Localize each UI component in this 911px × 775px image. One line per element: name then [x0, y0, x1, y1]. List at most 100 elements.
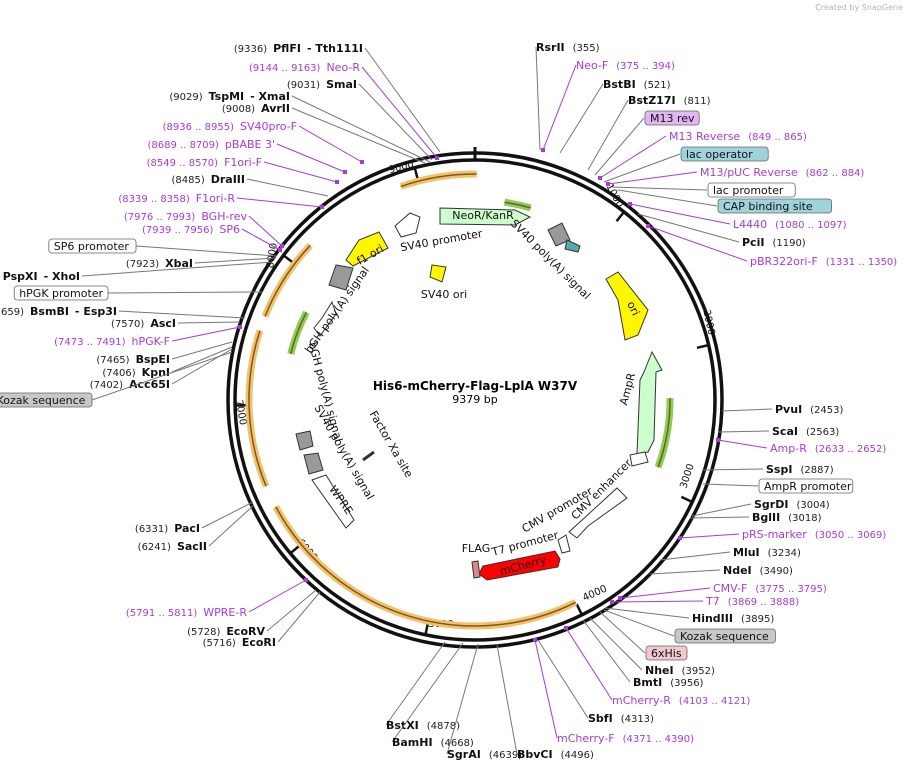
site-pos: (3004): [796, 500, 829, 511]
site-text: Amp-R(2633 .. 2652): [770, 442, 886, 455]
primer-mark: [678, 536, 682, 540]
site-pos: (3956): [670, 678, 703, 689]
site-text: (9144 .. 9163)Neo-R: [249, 61, 360, 74]
site-text: BamHI(4668): [392, 736, 474, 749]
site-label: BstZ17I(811): [587, 94, 711, 171]
site-primer: M13 Reverse(849 .. 865): [598, 130, 807, 180]
site-primer: (8339 .. 8358)F1ori-R: [118, 192, 324, 209]
site-leader: [589, 617, 643, 671]
site-name: BGH-rev: [201, 210, 247, 223]
site-leader: [291, 95, 431, 163]
site-leader: [679, 533, 740, 539]
site-pos: (4103 .. 4121): [679, 696, 751, 707]
site-label: (8485)DraIII: [171, 173, 329, 197]
site-pos: (5716): [203, 638, 236, 649]
site-name: T7: [705, 595, 720, 608]
feature-tag-box: [707, 182, 796, 198]
site-pos: (7939 .. 7956): [142, 225, 214, 236]
primer-mark: [646, 224, 650, 228]
site-pos: (7473 .. 7491): [54, 337, 126, 348]
site-leader: [171, 348, 233, 385]
site-pos: (3050 .. 3069): [815, 530, 887, 541]
site-name: EcoRI: [242, 636, 276, 649]
site-pos: (4878): [427, 721, 460, 732]
feature-tag-text: SP6 promoter: [54, 240, 130, 253]
site-pos: (2887): [800, 465, 833, 476]
site-extra: - XmaI: [250, 90, 290, 103]
bgh-polya-top-block: [328, 264, 354, 291]
site-pos: (2453): [810, 405, 843, 416]
site-leader: [194, 257, 277, 264]
site-leader: [385, 641, 446, 726]
site-primer: CMV-F(3775 .. 3795): [618, 582, 827, 600]
amp-arrow-line: [657, 398, 671, 468]
sv40-ori-box: [429, 264, 447, 283]
site-pos: (6331): [135, 524, 168, 535]
site-leader: [298, 125, 363, 163]
primer-mark: [360, 160, 364, 164]
site-name: PvuI: [775, 403, 802, 416]
site-extra: - Esp3I: [75, 305, 117, 318]
feature-tag-box: [645, 645, 688, 661]
site-primer: M13/pUC Reverse(862 .. 884): [606, 166, 864, 186]
site-primer: mCherry-F(4371 .. 4390): [533, 638, 694, 745]
site-leader: [241, 228, 281, 251]
site-name: AscI: [150, 317, 176, 330]
site-name: MluI: [733, 546, 760, 559]
site-text: SbfI(4313): [588, 712, 654, 725]
site-name: pBR322ori-F: [750, 255, 818, 268]
site-text: T7(3869 .. 3888): [705, 595, 799, 608]
site-label: M13 rev: [594, 110, 700, 176]
site-text: (9029)TspMI- XmaI: [169, 90, 290, 103]
site-label: Kozak sequence: [603, 609, 776, 644]
site-text: mCherry-F(4371 .. 4390): [557, 732, 694, 745]
site-text: BbvCI(4496): [517, 748, 594, 761]
site-primer: (7473 .. 7491)hPGK-F: [54, 325, 242, 348]
site-leader: [276, 143, 346, 173]
site-text: (8936 .. 8955)SV40pro-F: [163, 120, 297, 133]
site-label: (7911)PaeR7I- PspXI- XhoI: [0, 261, 273, 283]
site-pos: (3895): [741, 614, 774, 625]
site-text: mCherry-R(4103 .. 4121): [612, 694, 750, 707]
site-text: (5791 .. 5811)WPRE-R: [126, 606, 247, 619]
orf-left-line: [248, 330, 267, 487]
site-leader: [81, 261, 273, 277]
site-leader: [246, 178, 329, 197]
site-label: PciI (1190): [637, 213, 806, 249]
site-label: NdeI(3490): [649, 564, 793, 577]
site-pos: (355): [573, 43, 600, 54]
wpre-arrow: [311, 474, 355, 529]
site-pos: (5728): [187, 627, 220, 638]
site-primer: (8936 .. 8955)SV40pro-F: [163, 120, 364, 164]
site-name: BglII: [752, 511, 780, 524]
site-name: WPRE-R: [203, 606, 247, 619]
feature-tag-text: M13 rev: [650, 112, 695, 125]
site-text: (9008)AvrII: [222, 102, 290, 115]
site-text: (7402)Acc65I: [90, 378, 170, 391]
site-name: pBABE 3': [225, 138, 275, 151]
feature-tag-text: CAP binding site: [723, 200, 813, 213]
site-text: (7923)XbaI: [126, 257, 193, 270]
site-label: BamHI(4668): [391, 642, 474, 749]
site-text: Neo-F(375 .. 394): [576, 59, 675, 72]
site-label: SspI(2887): [701, 463, 834, 476]
site-pos: (3490): [760, 566, 793, 577]
site-leader: [364, 47, 441, 153]
site-leader: [611, 600, 704, 603]
site-pos: (7465): [96, 355, 129, 366]
site-leader: [629, 203, 731, 225]
site-label: MluI(3234): [659, 546, 801, 561]
site-label: HindIII(3895): [604, 607, 774, 625]
site-text: BstZ17I(811): [628, 94, 711, 107]
site-pos: (1190): [772, 238, 805, 249]
site-label: (7659)BsmBI- Esp3I: [0, 305, 246, 319]
site-text: (8549 .. 8570)F1ori-F: [147, 156, 262, 169]
site-name: PciI: [742, 236, 764, 249]
site-name: F1ori-F: [224, 156, 262, 169]
site-text: PvuI (2453): [775, 403, 844, 416]
site-leader: [594, 117, 645, 176]
site-pos: (375 .. 394): [616, 61, 675, 72]
sv40-promoter-arrow: [394, 212, 421, 238]
site-label: (7402)Acc65I: [90, 348, 233, 391]
site-text: (7939 .. 7956)SP6: [142, 223, 240, 236]
